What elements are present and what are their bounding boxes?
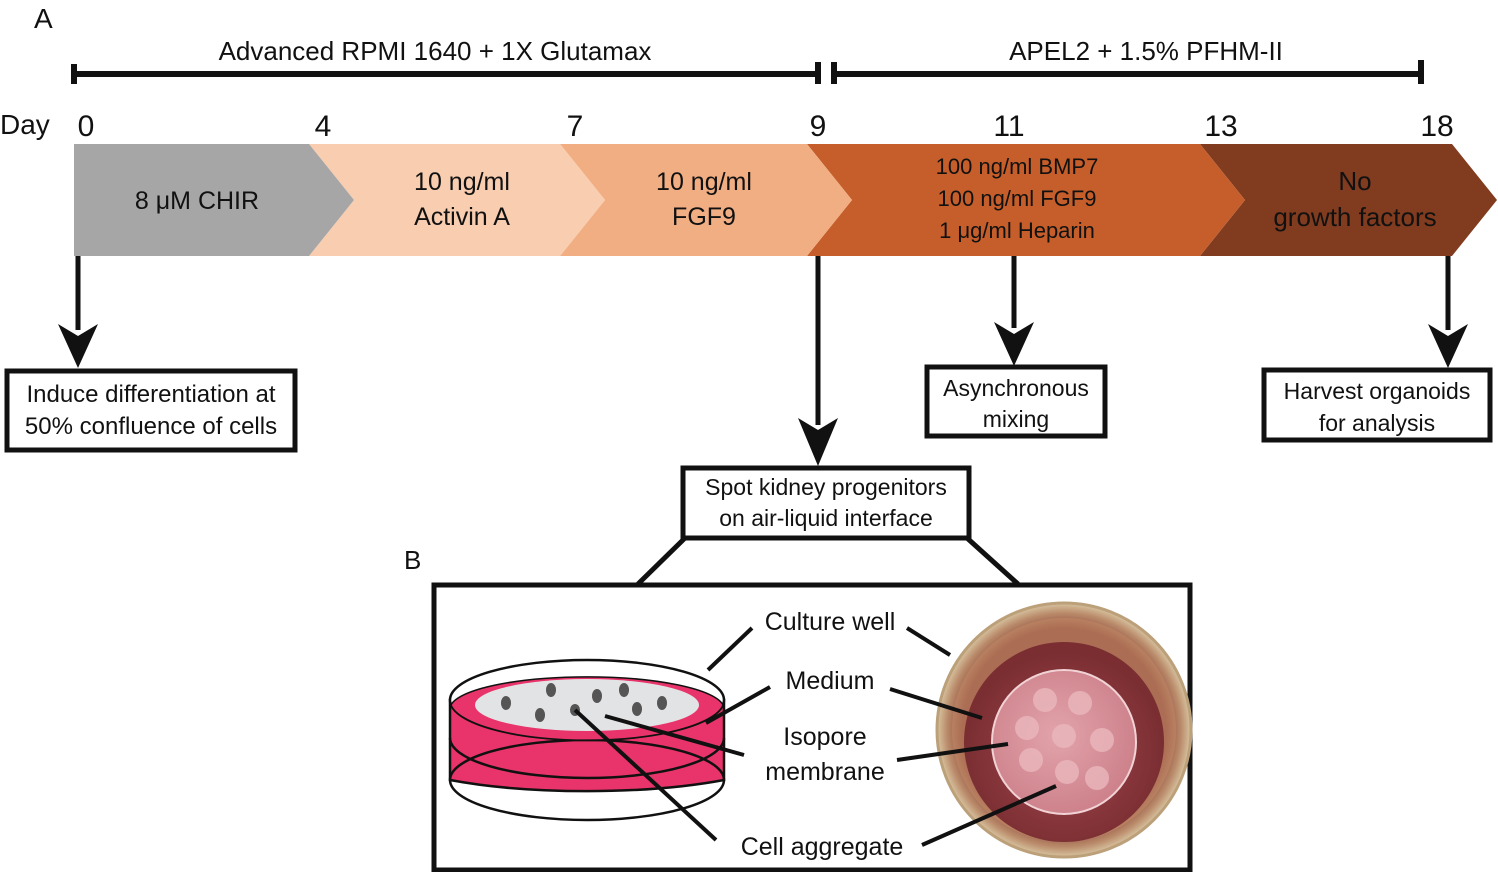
day-tick-0: 0 xyxy=(78,110,95,143)
stage-2-text-line2: Activin A xyxy=(414,203,510,231)
photo-aggregate xyxy=(1052,724,1076,748)
media-label-rpmi: Advanced RPMI 1640 + 1X Glutamax xyxy=(219,36,652,66)
day-tick-4: 4 xyxy=(315,110,332,143)
stage-1-text: 8 μM CHIR xyxy=(135,187,259,215)
event-box-induce: Induce differentiation at 50% confluence… xyxy=(4,368,298,453)
photo-aggregate xyxy=(1068,691,1092,715)
day-tick-13: 13 xyxy=(1204,110,1237,143)
culture-well-photo xyxy=(935,601,1193,859)
photo-aggregate xyxy=(1055,760,1079,784)
event-box-spot-line1: Spot kidney progenitors xyxy=(705,474,947,500)
cell-aggregate xyxy=(657,696,667,710)
photo-aggregate xyxy=(1033,688,1057,712)
photo-aggregates xyxy=(1015,688,1114,790)
media-bar-apel2: APEL2 + 1.5% PFHM-II xyxy=(831,36,1424,84)
callout-cell-aggregate: Cell aggregate xyxy=(741,833,904,861)
stage-5-text-line2: growth factors xyxy=(1273,202,1436,232)
leader-medium-left xyxy=(705,685,771,725)
stage-3-text-line2: FGF9 xyxy=(672,203,736,231)
event-arrow-day-0 xyxy=(58,256,98,368)
cell-aggregate xyxy=(501,696,511,710)
callout-isopore-line2: membrane xyxy=(765,758,885,786)
day-tick-9: 9 xyxy=(810,110,827,143)
zoom-connector-left xyxy=(636,536,687,586)
leader-culture-well-left xyxy=(706,626,754,672)
stage-chevron-3 xyxy=(560,144,852,256)
culture-well-illustration xyxy=(448,658,726,822)
stage-chevron-4 xyxy=(807,144,1245,256)
event-arrow-day-11 xyxy=(994,256,1034,366)
stage-2-text-line1: 10 ng/ml xyxy=(414,168,510,196)
photo-aggregate xyxy=(1015,716,1039,740)
callout-leaders xyxy=(573,626,1057,847)
event-box-spot-line2: on air-liquid interface xyxy=(719,505,933,531)
cell-aggregate xyxy=(546,683,556,697)
panel-b-label: B xyxy=(404,545,421,575)
media-label-apel2: APEL2 + 1.5% PFHM-II xyxy=(1009,36,1283,66)
event-arrow-day-18 xyxy=(1428,256,1468,368)
callout-isopore-line1: Isopore xyxy=(783,723,866,751)
event-box-async-line2: mixing xyxy=(983,406,1049,432)
leader-aggregate-left xyxy=(573,708,718,842)
callout-medium: Medium xyxy=(786,667,875,695)
dish-medium-line xyxy=(448,737,726,780)
photo-aggregate xyxy=(1019,748,1043,772)
event-arrow-day-9 xyxy=(798,256,838,466)
stage-5-text-line1: No xyxy=(1338,166,1371,196)
event-box-induce-line2: 50% confluence of cells xyxy=(25,413,277,440)
event-box-harvest-line1: Harvest organoids xyxy=(1284,378,1471,404)
event-box-async-line1: Asynchronous xyxy=(943,375,1089,401)
stage-timeline xyxy=(74,144,1497,256)
event-box-induce-line1: Induce differentiation at xyxy=(26,381,275,408)
event-box-harvest-line2: for analysis xyxy=(1319,410,1435,436)
stage-chevron-2 xyxy=(309,144,605,256)
callout-culture-well: Culture well xyxy=(765,608,896,636)
day-axis-label: Day xyxy=(0,109,50,140)
leader-isopore-left xyxy=(604,714,745,757)
cell-aggregate xyxy=(592,689,602,703)
cell-aggregates xyxy=(501,683,667,722)
cell-aggregate xyxy=(535,708,545,722)
leader-isopore-right xyxy=(896,742,1009,762)
leader-culture-well-right xyxy=(905,626,952,657)
cell-aggregate xyxy=(619,683,629,697)
day-tick-7: 7 xyxy=(567,110,584,143)
leader-aggregate-right xyxy=(921,784,1057,847)
zoom-connector-right xyxy=(965,536,1020,586)
isopore-membrane xyxy=(475,679,699,731)
event-box-async-mixing: Asynchronous mixing xyxy=(924,364,1108,439)
day-tick-11: 11 xyxy=(993,110,1024,143)
day-tick-18: 18 xyxy=(1420,110,1453,143)
event-box-spot-progenitors: Spot kidney progenitors on air-liquid in… xyxy=(680,465,972,541)
stage-4-text-line3: 1 μg/ml Heparin xyxy=(939,218,1095,243)
stage-4-text-line1: 100 ng/ml BMP7 xyxy=(936,154,1099,179)
media-bar-rpmi: Advanced RPMI 1640 + 1X Glutamax xyxy=(71,36,821,84)
stage-chevron-5 xyxy=(1200,144,1497,256)
stage-3-text-line1: 10 ng/ml xyxy=(656,168,752,196)
leader-medium-right xyxy=(889,687,983,720)
photo-aggregate xyxy=(1090,728,1114,752)
photo-aggregate xyxy=(1085,766,1109,790)
cell-aggregate xyxy=(632,702,642,716)
stage-chevron-1 xyxy=(74,144,354,256)
panel-a-label: A xyxy=(34,3,53,34)
event-box-harvest: Harvest organoids for analysis xyxy=(1261,367,1493,443)
stage-4-text-line2: 100 ng/ml FGF9 xyxy=(938,186,1097,211)
